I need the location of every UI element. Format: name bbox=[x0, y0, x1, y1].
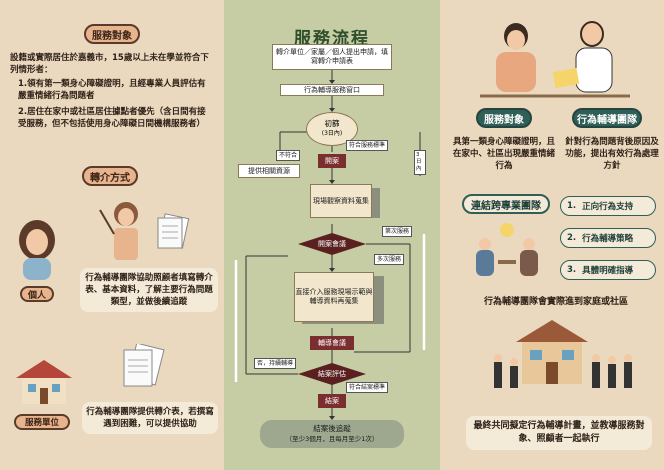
first-service-label: 第次服務 bbox=[382, 226, 413, 237]
house-illustration bbox=[16, 360, 72, 404]
individual-desc: 行為輔導團隊協助照顧者填寫轉介表、基本資料，了解主要行為問題類型，並做後續追蹤 bbox=[80, 268, 218, 312]
step-apply: 轉介單位／家屬／個人提出申請，填寫轉介申請表 bbox=[272, 44, 392, 70]
case-meeting: 開案會議 bbox=[298, 233, 366, 255]
item-guidance: 3.具體明確指導 bbox=[560, 260, 656, 280]
visit-text: 行為輔導團隊會實際進到家庭或社區 bbox=[483, 297, 628, 307]
right-target-pill: 服務對象 bbox=[476, 108, 532, 128]
service-target-desc: 設籍或實際居住於嘉義市，15歲以上未在學並符合下列情形者： bbox=[10, 53, 209, 75]
resource-box: 提供相關資源 bbox=[238, 164, 300, 178]
close-eval: 結案評估 bbox=[298, 363, 366, 385]
screening-ellipse: 初篩 (3日內) bbox=[306, 112, 358, 146]
right-target-desc: 具第一類身心障礙證明，且在家中、社區出現嚴重情緒行為 bbox=[452, 137, 555, 171]
unit-desc: 行為輔導團隊提供轉介表，若撰寫遇到困難，可以提供協助 bbox=[82, 402, 218, 434]
followup-box: 結案後追蹤 （至少3個月，且每月至少1次） bbox=[260, 420, 404, 448]
not-match-label: 不符合 bbox=[276, 150, 301, 161]
case-open: 開案 bbox=[318, 154, 346, 168]
screening-sub: (3日內) bbox=[321, 130, 343, 137]
match-close-label: 符合結案標準 bbox=[346, 382, 389, 393]
field-visit: 現場觀察資料蒐集 bbox=[310, 184, 372, 218]
girl-illustration bbox=[19, 220, 55, 280]
individual-pill: 個人 bbox=[20, 286, 54, 302]
service-target-item2: 2.居住在家中或社區居住據點者優先（含日間有接受服務，但不包括使用身心障礙日間機… bbox=[18, 107, 206, 129]
document-icon bbox=[157, 213, 190, 249]
service-target-item1: 1.領有第一類身心障礙證明，且經專業人員評估有嚴重情緒行為問題者 bbox=[18, 79, 206, 101]
link-team-pill: 連結跨專業團隊 bbox=[462, 194, 550, 214]
documents-icon bbox=[123, 344, 165, 387]
middle-panel: 服務流程 bbox=[224, 0, 440, 470]
step-window: 行為輔導服務窗口 bbox=[280, 84, 384, 96]
unit-pill: 服務單位 bbox=[14, 414, 70, 430]
match-label: 符合服務標準 bbox=[346, 140, 389, 151]
no-continue-label: 否，持續輔導 bbox=[254, 358, 297, 369]
followup-title: 結案後追蹤 bbox=[313, 424, 351, 433]
item-positive-support: 1.正向行為支持 bbox=[560, 196, 656, 216]
team-desc: 針對行為問題背後原因及功能，提出有效行為處理方針 bbox=[565, 137, 659, 171]
multi-service-label: 多次服務 bbox=[374, 254, 405, 265]
counsel-meeting: 輔導會議 bbox=[310, 336, 354, 350]
close-box: 結案 bbox=[318, 394, 346, 408]
service-target-pill: 服務對象 bbox=[84, 24, 140, 44]
referral-pill: 轉介方式 bbox=[82, 166, 138, 186]
left-panel: 服務對象 設籍或實際居住於嘉義市，15歲以上未在學並符合下列情形者： 1.領有第… bbox=[0, 0, 224, 470]
final-text: 最終共同擬定行為輔導計畫，並教導服務對象、照顧者一起執行 bbox=[466, 416, 652, 450]
intervene-box: 直接介入服務現場示範與輔導資料再蒐集 bbox=[294, 272, 374, 322]
followup-sub: （至少3個月，且每月至少1次） bbox=[285, 435, 379, 443]
community-illustration bbox=[494, 320, 632, 388]
item-strategy: 2.行為輔導策略 bbox=[560, 228, 656, 248]
teacher-illustration bbox=[99, 202, 138, 260]
three-days-label: 3日內 bbox=[414, 150, 426, 175]
team-pill: 行為輔導團隊 bbox=[572, 108, 642, 128]
team-illustration bbox=[476, 223, 538, 276]
screening-title: 初篩 bbox=[324, 119, 340, 128]
meeting-illustration bbox=[480, 21, 630, 98]
